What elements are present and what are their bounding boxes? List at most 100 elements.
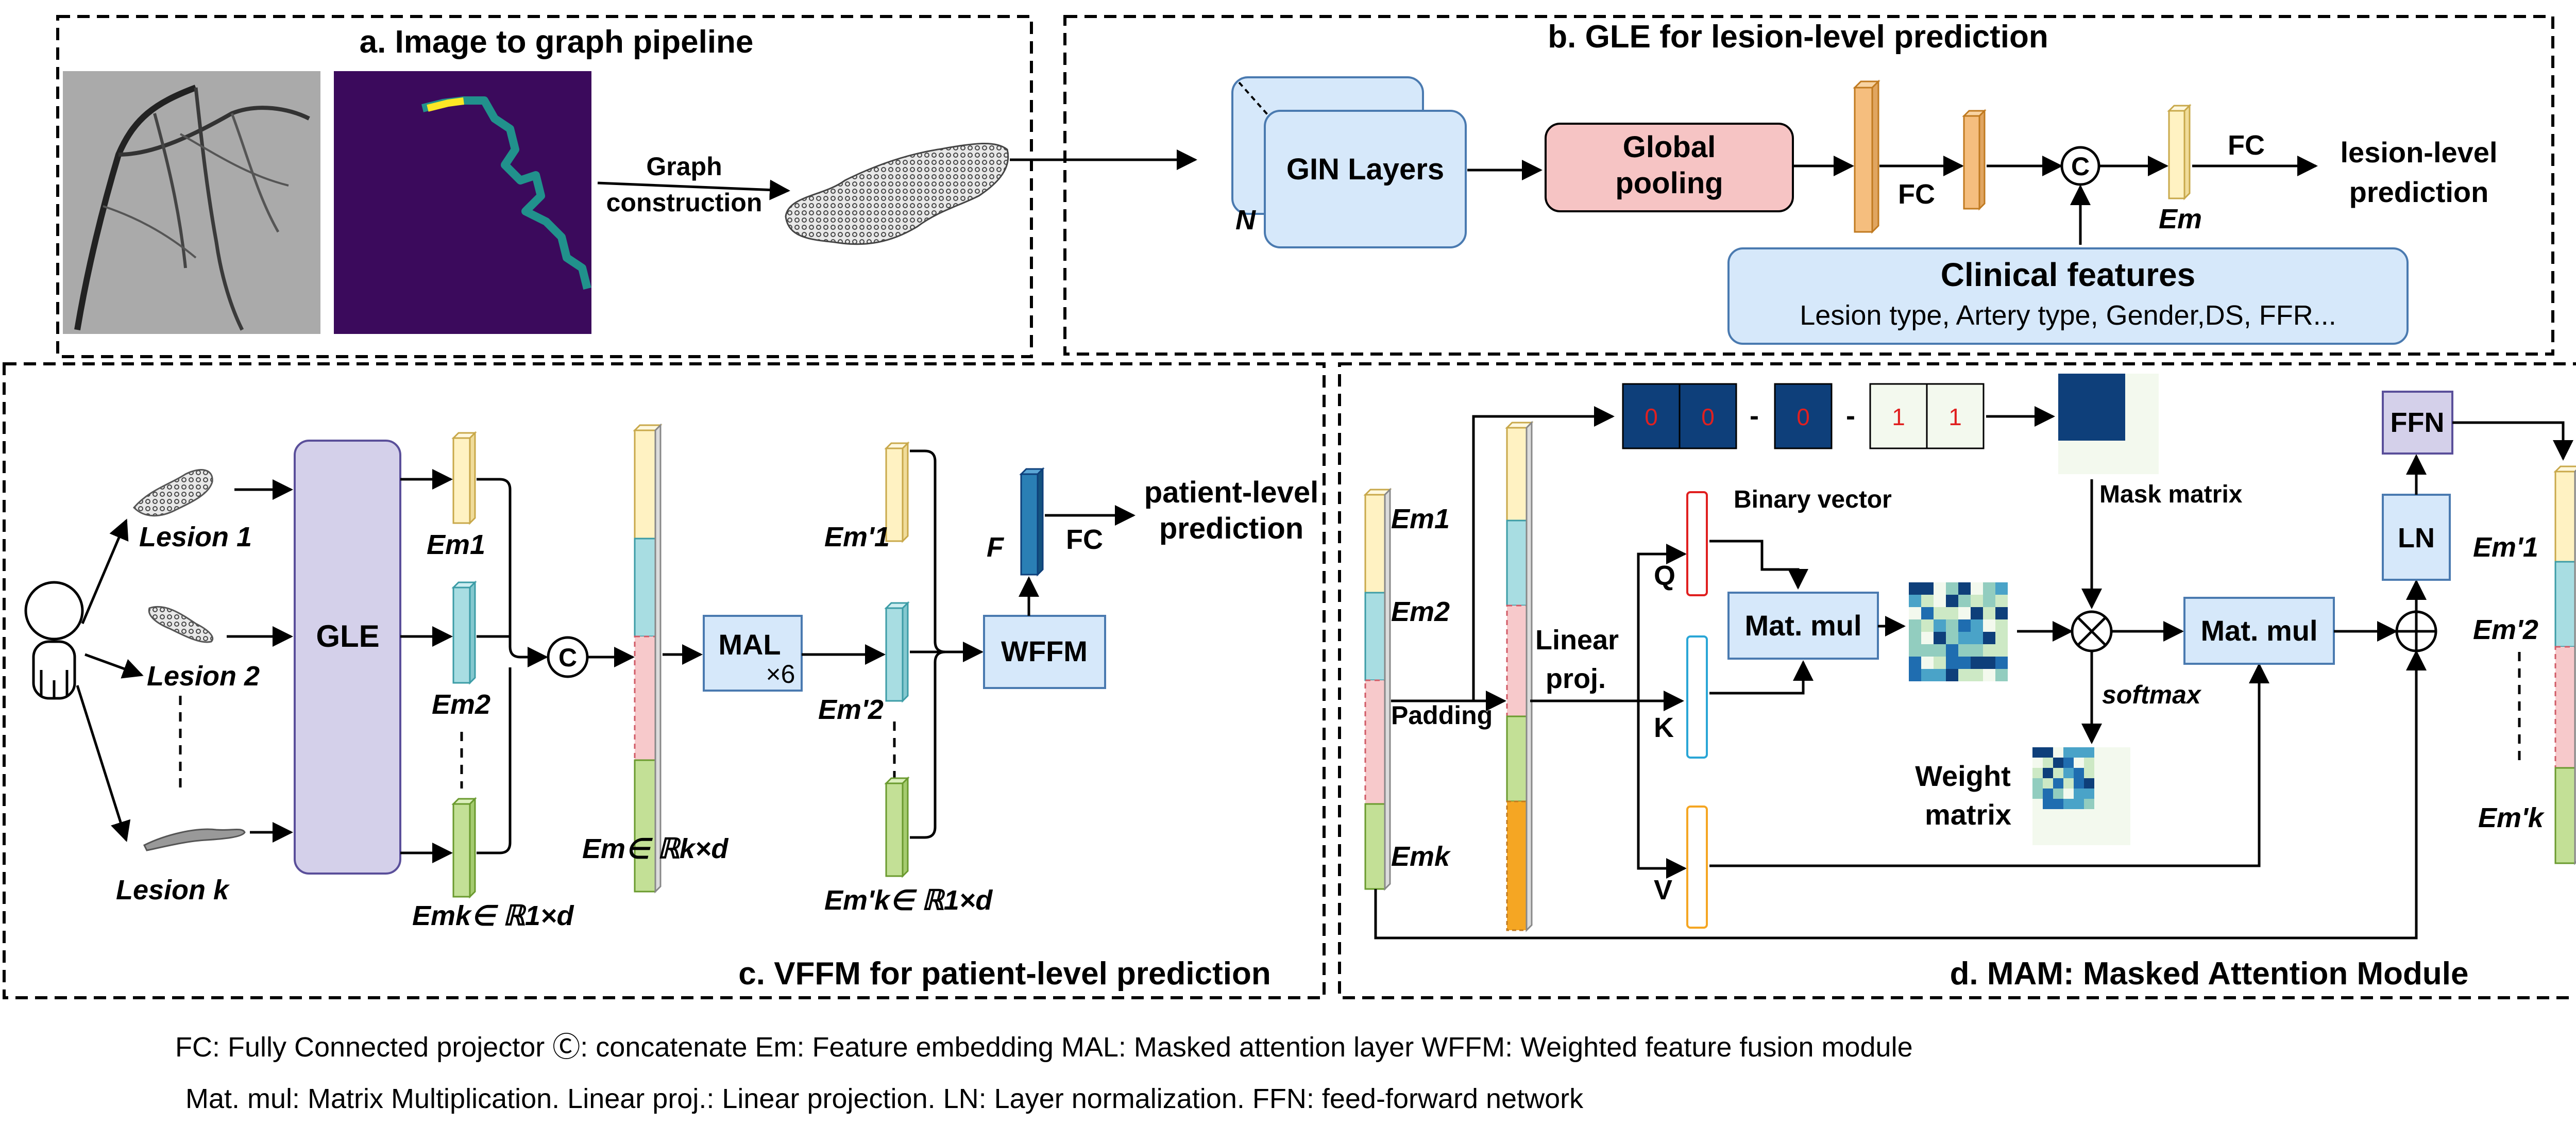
mam-emk-label: Emk <box>1391 841 1451 872</box>
em-all-label: Em∈ ℝk×d <box>582 833 728 864</box>
linear-label-2: proj. <box>1546 663 1606 694</box>
heatmap-cell <box>1946 619 1958 632</box>
patient-out-1: patient-level <box>1144 476 1318 509</box>
global-pooling-box <box>1545 123 1794 212</box>
k-vector <box>1686 635 1708 759</box>
angiogram-image <box>63 71 320 334</box>
patient-icon <box>24 581 84 700</box>
mult-x-2 <box>2077 617 2106 646</box>
lesion-2-label: Lesion 2 <box>147 661 260 692</box>
q-vector <box>1686 491 1708 596</box>
patient-out-2: prediction <box>1159 512 1303 545</box>
heatmap-cell <box>2043 747 2053 758</box>
heatmap-cell <box>2063 747 2074 758</box>
heatmap-cell <box>1971 657 1983 669</box>
heatmap-cell <box>1971 582 1983 595</box>
heatmap-cell <box>1995 644 2008 657</box>
mam-em1-label: Em1 <box>1391 504 1450 534</box>
panel-c-title: c. VFFM for patient-level prediction <box>738 956 1270 992</box>
heatmap-cell <box>2053 778 2063 789</box>
emk-label-c: Emk∈ ℝ1×d <box>412 900 574 931</box>
heatmap-cell <box>1921 632 1934 644</box>
gle-box <box>294 440 401 875</box>
heatmap-cell <box>1934 619 1946 632</box>
heatmap-cell <box>1946 607 1958 619</box>
arrow-v-matmul2 <box>1709 663 2269 867</box>
heatmap-cell <box>1909 644 1921 657</box>
heatmap-cell <box>1921 607 1934 619</box>
mam-em2-label: Em2 <box>1391 596 1450 627</box>
clinical-title: Clinical features <box>1941 256 2195 293</box>
heatmap-cell <box>2074 789 2084 799</box>
heatmap-cell <box>2032 799 2043 809</box>
heatmap-cell <box>1983 669 1995 681</box>
heatmap-cell <box>2084 758 2094 768</box>
heatmap-cell <box>2074 758 2084 768</box>
wffm-box <box>983 615 1106 689</box>
heatmap-cell <box>1971 669 1983 681</box>
heatmap-cell <box>1946 595 1958 607</box>
heatmap-cell <box>1921 619 1934 632</box>
gle-label: GLE <box>316 619 379 653</box>
emp2-vector <box>884 601 910 703</box>
heatmap-cell <box>2074 778 2084 789</box>
lesion-2-graph <box>148 606 213 643</box>
pool-label-2: pooling <box>1615 166 1723 200</box>
emp1-label: Em'1 <box>824 522 890 552</box>
mal-box <box>703 615 803 692</box>
panel-d-title: d. MAM: Masked Attention Module <box>1950 956 2469 992</box>
heatmap-cell <box>1958 669 1971 681</box>
pool-label-1: Global <box>1623 130 1716 164</box>
heatmap-cell <box>1958 632 1971 644</box>
em-vector <box>2167 104 2192 200</box>
matmul-2-label: Mat. mul <box>2200 614 2317 647</box>
heatmap-cell <box>2084 778 2094 789</box>
heatmap-cell <box>1995 595 2008 607</box>
heatmap-cell <box>1995 619 2008 632</box>
heatmap-cell <box>1909 657 1921 669</box>
attention-heatmap <box>1909 582 2008 681</box>
mam-input-vector <box>1363 488 1392 891</box>
heatmap-cell <box>2053 758 2063 768</box>
padded-vector <box>1505 421 1534 932</box>
heatmap-cell <box>2084 747 2094 758</box>
heatmap-cell <box>1934 669 1946 681</box>
arrow-patient-lk <box>76 685 131 842</box>
heatmap-cell <box>2053 799 2063 809</box>
arrow-patient-l2 <box>84 653 144 679</box>
mam-out1-label: Em'1 <box>2473 532 2538 563</box>
heatmap-cell <box>1983 607 1995 619</box>
bit-dash-1: - <box>1750 400 1759 431</box>
panel-b-title: b. GLE for lesion-level prediction <box>1548 19 2048 55</box>
residual-connection <box>1374 650 2427 940</box>
lesion-1-label: Lesion 1 <box>139 522 252 552</box>
heatmap-cell <box>1971 632 1983 644</box>
heatmap-cell <box>2043 778 2053 789</box>
heatmap-cell <box>1983 595 1995 607</box>
heatmap-cell <box>1946 669 1958 681</box>
heatmap-cell <box>2084 789 2094 799</box>
heatmap-cell <box>2063 789 2074 799</box>
heatmap-cell <box>1971 607 1983 619</box>
ln-label: LN <box>2398 523 2435 553</box>
mam-output-vector <box>2553 465 2576 865</box>
lesion-k-graph <box>143 828 246 851</box>
graph-blob <box>785 142 1009 245</box>
segmentation-image <box>334 71 591 334</box>
padding-label: Padding <box>1391 701 1493 730</box>
binary-vector <box>1622 383 1985 449</box>
f-label: F <box>987 532 1005 563</box>
clinical-list: Lesion type, Artery type, Gender,DS, FFR… <box>1800 300 2336 331</box>
matmul-2-box <box>2183 597 2335 665</box>
heatmap-cell <box>1971 595 1983 607</box>
arrow-patient-l1 <box>81 518 129 624</box>
emk-vector <box>451 797 477 899</box>
concat-circle-c <box>547 636 589 678</box>
bracket-to-concat <box>477 478 531 854</box>
heatmap-cell <box>2053 747 2063 758</box>
heatmap-cell <box>2053 768 2063 778</box>
heatmap-cell <box>1958 582 1971 595</box>
fc-vector <box>1962 109 1987 211</box>
heatmap-cell <box>2032 778 2043 789</box>
